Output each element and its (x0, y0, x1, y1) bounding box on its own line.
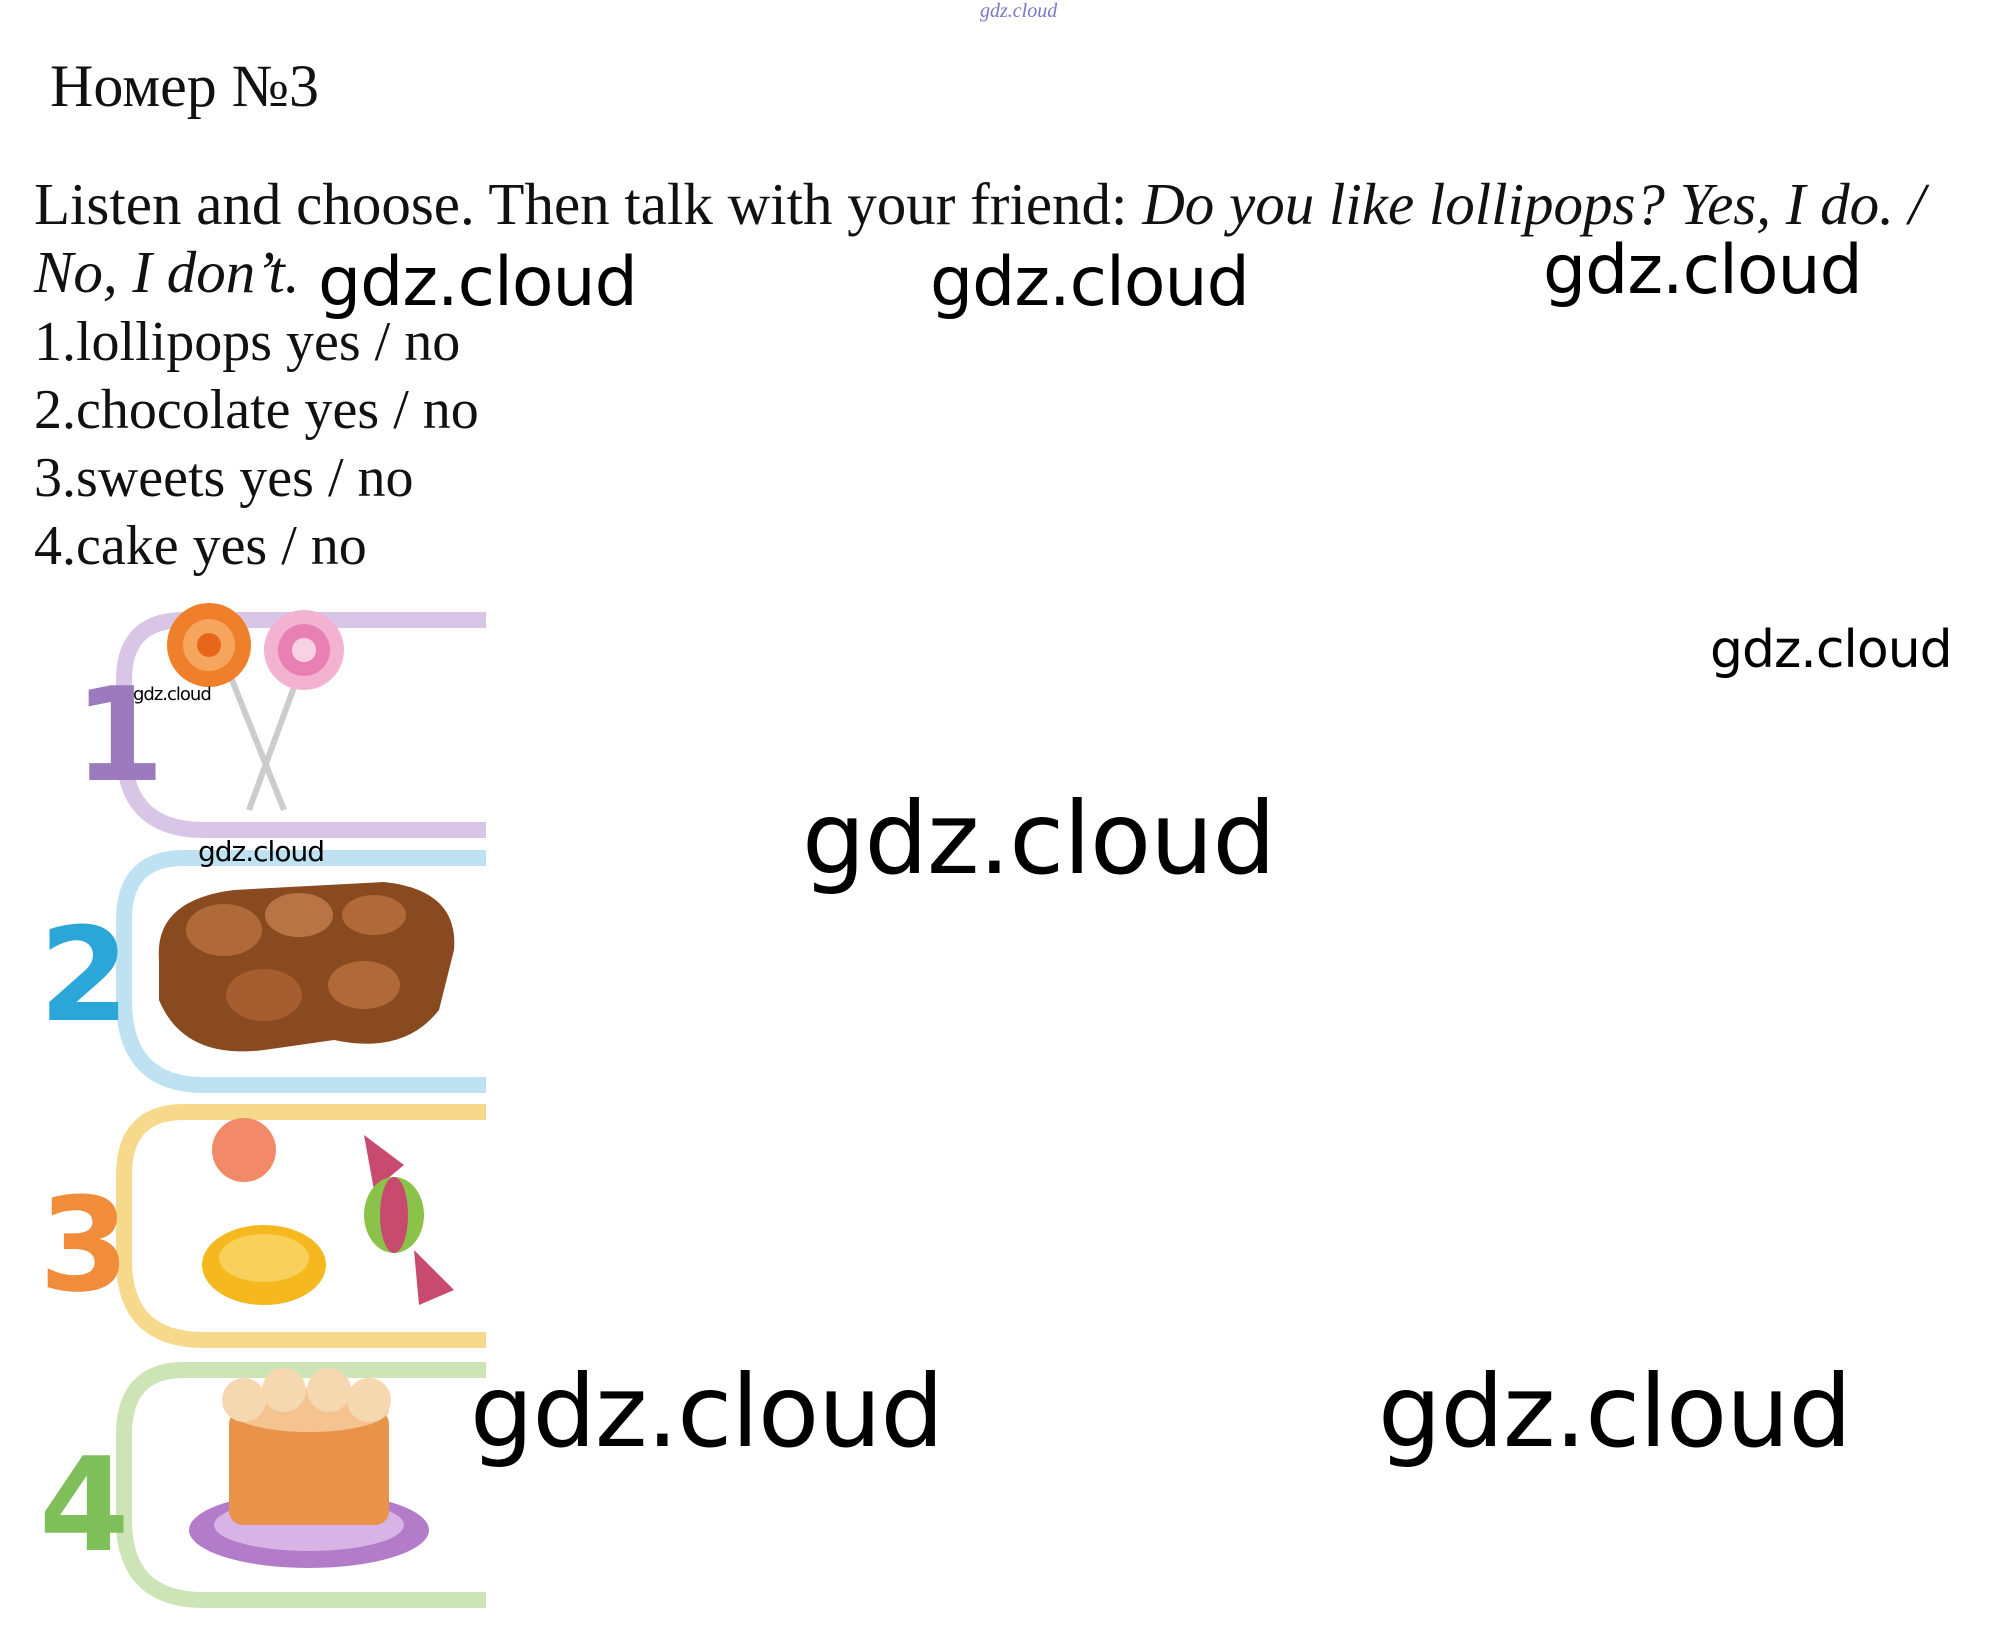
watermark: gdz.cloud (318, 243, 638, 322)
number-one: 1 (74, 659, 164, 811)
number-three: 3 (39, 1169, 129, 1321)
watermark: gdz.cloud (470, 1353, 944, 1470)
chocolate-icon (158, 882, 455, 1052)
number-four: 4 (39, 1429, 129, 1581)
panel-sweets: 3 (39, 1104, 486, 1348)
watermark: gdz.cloud (198, 835, 325, 868)
instruction-text: Listen and choose. Then talk with your f… (34, 171, 1143, 237)
instruction-dialogue: Do you like lollipops? Yes, I do. / No, … (34, 171, 1926, 305)
watermark: gdz.cloud (1710, 620, 1953, 680)
watermark: gdz.cloud (1378, 1353, 1852, 1470)
watermark: gdz.cloud (133, 684, 212, 705)
list-item: 3.sweets yes / no (34, 447, 414, 509)
panel-cake: 4 (39, 1362, 486, 1608)
list-item: 2.chocolate yes / no (34, 379, 479, 441)
number-two: 2 (39, 899, 129, 1051)
lollipop-icon (167, 603, 344, 812)
panel-chocolate: 2 (39, 850, 486, 1093)
panel-lollipops: 1 (74, 603, 486, 838)
exercise-instruction: Listen and choose. Then talk with your f… (34, 170, 2004, 306)
cake-icon (189, 1368, 429, 1568)
watermark: gdz.cloud (1543, 231, 1863, 310)
list-item: 1.lollipops yes / no (34, 311, 461, 373)
page-title: Номер №3 (50, 53, 320, 119)
watermark: gdz.cloud (802, 780, 1276, 897)
list-item: 4.cake yes / no (34, 515, 367, 577)
watermark: gdz.cloud (930, 243, 1250, 322)
sweets-illustration: 1 2 3 (39, 603, 486, 1608)
header-watermark: gdz.cloud (980, 0, 1058, 22)
sweets-icon (202, 1118, 454, 1305)
